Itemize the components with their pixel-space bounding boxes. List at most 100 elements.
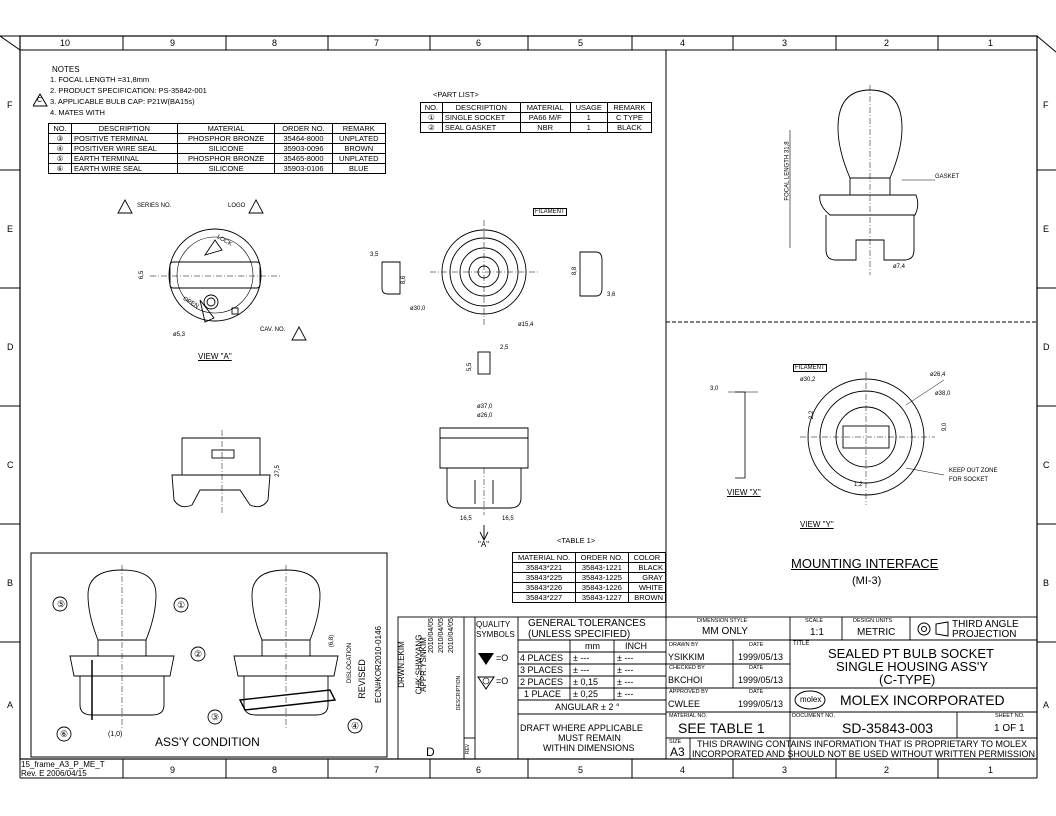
title-line-2: SINGLE HOUSING ASS'Y <box>836 659 989 674</box>
zone-col-1: 1 <box>988 38 994 48</box>
dim-26-4: ø26,4 <box>930 372 946 378</box>
dim-16-5-left: 16,5 <box>460 516 472 522</box>
tolerances-col-inch: INCH <box>625 641 647 651</box>
keep-out-line-2: FOR SOCKET <box>949 477 989 483</box>
material-no-label: MATERIAL NO. <box>669 713 708 719</box>
table-row: ⑥ EARTH WIRE SEAL SILICONE 35903-0106 BL… <box>48 163 387 174</box>
approved-date: 1999/05/13 <box>738 699 784 709</box>
dim-30: ø30,0 <box>410 306 426 312</box>
sheet-no-value: 1 OF 1 <box>994 723 1025 734</box>
notes-heading: NOTES <box>52 65 80 74</box>
drawn-by-label: DRAWN BY <box>669 642 699 648</box>
note-line-2: 2. PRODUCT SPECIFICATION: PS-35842-001 <box>50 86 207 95</box>
dim-26: ø26,0 <box>477 413 493 419</box>
table1-header: MATERIAL NO. ORDER NO. COLOR <box>511 552 667 563</box>
zone-col-2-bottom: 2 <box>884 765 890 775</box>
dim-1-2: 1,2 <box>854 482 863 488</box>
zone-row-d-right: D <box>1043 342 1050 352</box>
table-row: 35843*227 35843-1227 BROWN <box>511 592 667 603</box>
dimension-style-label: DIMENSION STYLE <box>697 618 748 624</box>
zone-col-7-bottom: 7 <box>374 765 380 775</box>
tol-row-mm: ± 0,15 <box>573 677 598 687</box>
revision-triangle-icon <box>33 93 48 107</box>
document-no-value: SD-35843-003 <box>842 720 934 736</box>
logo-label: LOGO <box>228 203 246 209</box>
zone-row-c: C <box>7 460 14 470</box>
date-label: DATE <box>749 665 764 671</box>
balloon-4: ④ <box>351 721 360 731</box>
size-value: A3 <box>670 745 685 759</box>
zone-col-2: 2 <box>884 38 890 48</box>
quality-symbols-label: QUALITY SYMBOLS <box>476 620 515 639</box>
title-line-3: (C-TYPE) <box>879 672 936 687</box>
zone-row-a-right: A <box>1043 700 1050 710</box>
mounting-interface-drawing <box>800 372 945 505</box>
zone-row-e-right: E <box>1043 224 1050 234</box>
gasket-label: GASKET <box>935 174 960 180</box>
part-list-title: <PART LIST> <box>433 90 479 99</box>
table-row: ② SEAL GASKET NBR 1 BLACK <box>420 122 653 133</box>
table-cell: EARTH WIRE SEAL <box>71 163 178 174</box>
zone-row-e: E <box>7 224 14 234</box>
revision-triangle-letter: C <box>37 97 43 104</box>
dim-2-5: 2,5 <box>500 345 509 351</box>
tol-row-mm: ± --- <box>573 653 590 663</box>
table1: MATERIAL NO. ORDER NO. COLOR 35843*221 3… <box>511 552 667 603</box>
table-cell: BLACK <box>606 122 653 133</box>
zone-row-b: B <box>7 578 14 588</box>
series-no-label: SERIES NO. <box>137 203 172 209</box>
note-line-3: 3. APPLICABLE BULB CAP: P21W(BA15s) <box>50 97 195 106</box>
dim-30-2: ø30,2 <box>800 377 816 383</box>
zone-col-3: 3 <box>782 38 788 48</box>
zone-row-b-right: B <box>1043 578 1050 588</box>
design-units-label: DESIGN UNITS <box>853 618 893 624</box>
dim-5-3: ø5,3 <box>173 332 186 338</box>
view-a-label: VIEW "A" <box>198 352 232 361</box>
material-no-value: SEE TABLE 1 <box>678 720 765 736</box>
dim-15-4: ø15,4 <box>518 322 534 328</box>
mounting-interface-subtitle: (MI-3) <box>852 575 882 587</box>
filament-label-y: FILAMENT <box>793 364 827 372</box>
part-list-table: NO. DESCRIPTION MATERIAL USAGE REMARK ① … <box>420 102 653 133</box>
view-x-label: VIEW "X" <box>727 488 761 497</box>
note-line-4: 4. MATES WITH <box>50 108 105 117</box>
dim-3-6: 3,6 <box>607 292 616 298</box>
approved-by-value: CWLEE <box>668 699 701 709</box>
table-row: ④ POSITIVER WIRE SEAL SILICONE 35903-009… <box>48 143 387 154</box>
quality-symbol-1: =O <box>496 653 509 663</box>
checked-by-value: BKCHOI <box>668 675 703 685</box>
tol-row-label: 4 PLACES <box>520 653 564 663</box>
balloon-3: ③ <box>211 712 220 722</box>
arrow-a-label: "A" <box>478 540 490 549</box>
frame-name: 15_frame_A3_P_ME_T <box>21 760 105 769</box>
drwn-label: DRWN:EKIM <box>396 641 406 688</box>
angular-tolerance: ANGULAR ± 2 ° <box>555 702 620 712</box>
dim-3-5: 3,5 <box>370 252 379 258</box>
view-a-drawing <box>150 228 280 323</box>
drawn-date: 1999/05/13 <box>738 652 784 662</box>
scale-value: 1:1 <box>810 627 824 638</box>
tol-row-inch: ± --- <box>617 653 634 663</box>
checked-by-label: CHECKED BY <box>669 665 705 671</box>
date-label: DATE <box>749 642 764 648</box>
zone-col-6-bottom: 6 <box>476 765 482 775</box>
description-label: DESCRIPTION <box>456 675 463 711</box>
assy-condition-left-drawing <box>69 565 175 730</box>
zone-col-8-bottom: 8 <box>272 765 278 775</box>
cav-no-label: CAV. NO. <box>260 327 286 333</box>
draft-line-3: WITHIN DIMENSIONS <box>543 743 635 753</box>
front-elevation-drawing <box>171 430 271 515</box>
table-row: ③ POSITIVE TERMINAL PHOSPHOR BRONZE 3546… <box>48 133 387 144</box>
dim-38: ø38,0 <box>935 391 951 397</box>
projection-line-2: PROJECTION <box>952 629 1017 640</box>
side-view-drawing <box>439 427 529 515</box>
zone-row-c-right: C <box>1043 460 1050 470</box>
tolerances-subtitle: (UNLESS SPECIFIED) <box>528 629 631 640</box>
note-line-1: 1. FOCAL LENGTH =31,8mm <box>50 75 150 84</box>
zone-col-4-bottom: 4 <box>680 765 686 775</box>
assy-condition-label: ASS'Y CONDITION <box>155 735 260 749</box>
size-label: SIZE <box>669 739 682 745</box>
scale-label: SCALE <box>805 618 824 624</box>
rev-date-3: 2010/04/05 <box>448 617 456 654</box>
